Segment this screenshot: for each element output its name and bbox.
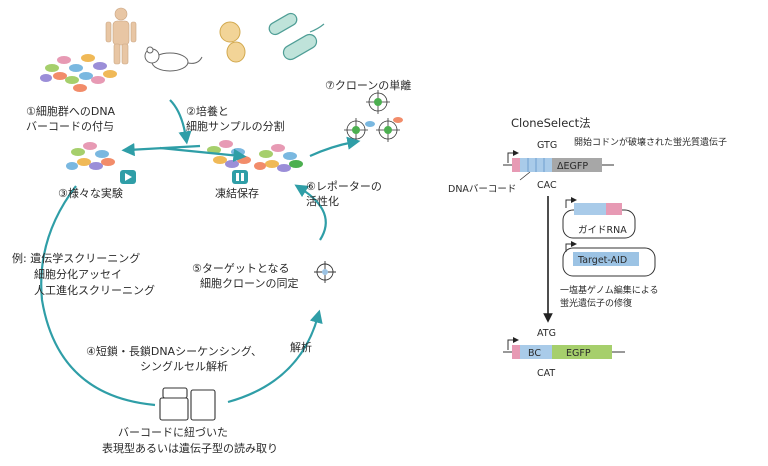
step2-line2: 細胞サンプルの分割 xyxy=(186,119,285,133)
guide-rna-plasmid: ガイドRNA xyxy=(562,197,636,239)
construct-broken: ΔEGFP xyxy=(503,150,614,172)
barcoded-cells-cluster-3 xyxy=(66,142,115,170)
play-icon xyxy=(120,170,136,184)
codon-gtg: GTG xyxy=(537,140,557,151)
examples-line1: 例: 遺伝学スクリーニング xyxy=(12,251,140,265)
cycle-arrows xyxy=(40,99,361,407)
barcoded-cells-cluster-1 xyxy=(40,54,117,92)
step1-line2: バーコードの付与 xyxy=(26,120,114,133)
codon-atg: ATG xyxy=(537,328,556,339)
pause-icon xyxy=(232,170,248,184)
start-codon-label: 開始コドンが破壊された蛍光質遺伝子 xyxy=(574,136,727,148)
readout-line2: 表現型あるいは遺伝子型の読み取り xyxy=(102,441,278,455)
repair-line1: 一塩基ゲノム編集による xyxy=(560,284,658,296)
step4-line1: ④短鎖・長鎖DNAシーケンシング、 xyxy=(86,344,262,358)
examples-line2: 細胞分化アッセイ xyxy=(34,267,122,281)
step1-line1: ①細胞群へのDNA xyxy=(26,104,116,118)
sequencer-icon xyxy=(159,387,216,421)
analysis-label: 解析 xyxy=(290,340,312,354)
step5-line1: ⑤ターゲットとなる xyxy=(192,262,290,275)
repair-line2: 蛍光遺伝子の修復 xyxy=(560,297,632,309)
step6-line1: ⑥レポーターの xyxy=(306,180,382,193)
step6-line2: 活性化 xyxy=(306,194,339,208)
examples-line3: 人工進化スクリーニング xyxy=(34,283,155,297)
mouse-icon xyxy=(144,46,203,72)
bc-label: BC xyxy=(528,348,541,359)
construct-fixed: BC EGFP xyxy=(503,337,625,359)
target-aid-plasmid: Target-AID xyxy=(562,241,656,277)
yeast-icon xyxy=(219,21,246,63)
delta-egfp-label: ΔEGFP xyxy=(557,161,588,172)
step7: ⑦クローンの単離 xyxy=(325,78,411,92)
bacteria-icon xyxy=(268,12,325,61)
freeze-label: 凍結保存 xyxy=(215,186,259,200)
codon-cat: CAT xyxy=(537,368,555,379)
barcoded-cells-cluster-reporter xyxy=(254,144,303,172)
isolated-clones xyxy=(344,90,403,142)
step4-line2: シングルセル解析 xyxy=(140,359,228,373)
guide-rna-label: ガイドRNA xyxy=(578,225,627,236)
step2-line1: ②培養と xyxy=(186,104,229,118)
barcode-label: DNAバーコード xyxy=(448,184,516,195)
step5-line2: 細胞クローンの同定 xyxy=(200,276,298,290)
cloneselect-title: CloneSelect法 xyxy=(511,116,591,130)
egfp-label: EGFP xyxy=(566,348,591,359)
target-aid-label: Target-AID xyxy=(577,255,627,266)
step3: ③様々な実験 xyxy=(58,186,123,200)
human-icon xyxy=(105,7,137,65)
target-icon xyxy=(314,261,336,283)
codon-cac: CAC xyxy=(537,180,557,191)
readout-line1: バーコードに紐づいた xyxy=(118,426,228,439)
